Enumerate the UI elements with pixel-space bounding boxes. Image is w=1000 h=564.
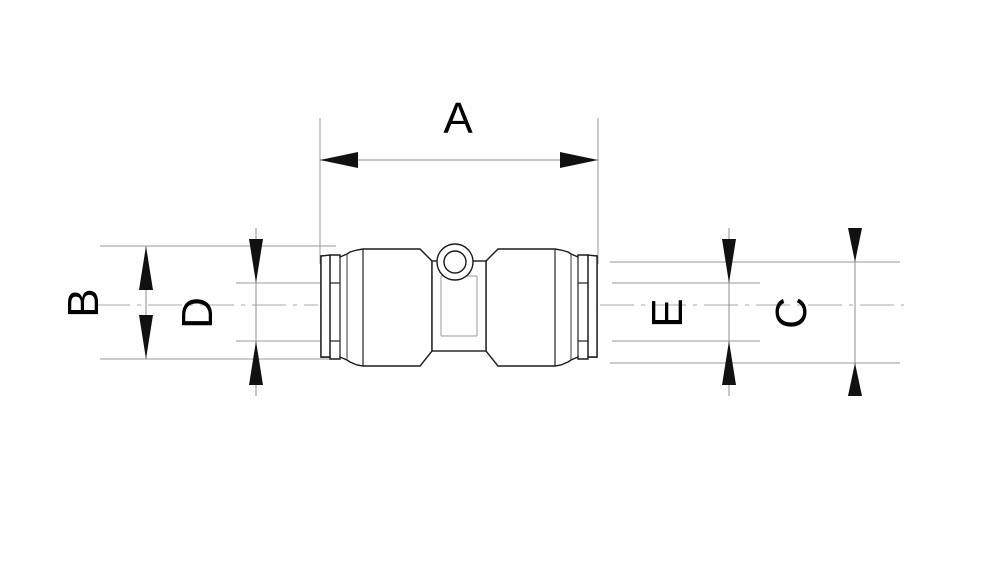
boss-inner-circle	[443, 250, 467, 274]
arrow-b-top	[139, 246, 153, 290]
dimension-a: A	[320, 94, 598, 168]
extension-lines-group	[100, 118, 900, 364]
dimension-label-a: A	[443, 94, 473, 143]
arrow-a-right	[560, 152, 598, 168]
arrow-c-top	[848, 228, 862, 262]
dimension-b: B	[59, 246, 153, 359]
dimension-label-d: D	[173, 297, 222, 329]
chamfer-left-top	[419, 248, 433, 262]
chamfer-right-top	[485, 248, 499, 262]
dimension-d: D	[173, 228, 263, 396]
collet-ring-right-outer	[587, 254, 598, 358]
chamfer-right-bottom	[485, 350, 499, 367]
fitting-part-geometry	[320, 243, 598, 367]
arrow-b-bottom	[139, 315, 153, 359]
dimension-label-b: B	[59, 288, 108, 317]
arrow-c-bottom	[848, 363, 862, 396]
arrow-e-top	[722, 239, 736, 283]
part-body-left-half	[320, 248, 433, 367]
part-body-right-half	[485, 248, 598, 367]
dimension-c: C	[767, 228, 862, 396]
dimension-label-e: E	[643, 298, 692, 327]
arrow-a-left	[320, 152, 358, 168]
arrow-e-bottom	[722, 341, 736, 385]
dimension-e: E	[643, 228, 736, 396]
chamfer-left-bottom	[419, 350, 433, 367]
dimension-label-c: C	[767, 297, 816, 329]
arrow-d-bottom	[249, 341, 263, 385]
arrow-d-top	[249, 239, 263, 283]
collet-ring-left-outer	[320, 254, 331, 358]
